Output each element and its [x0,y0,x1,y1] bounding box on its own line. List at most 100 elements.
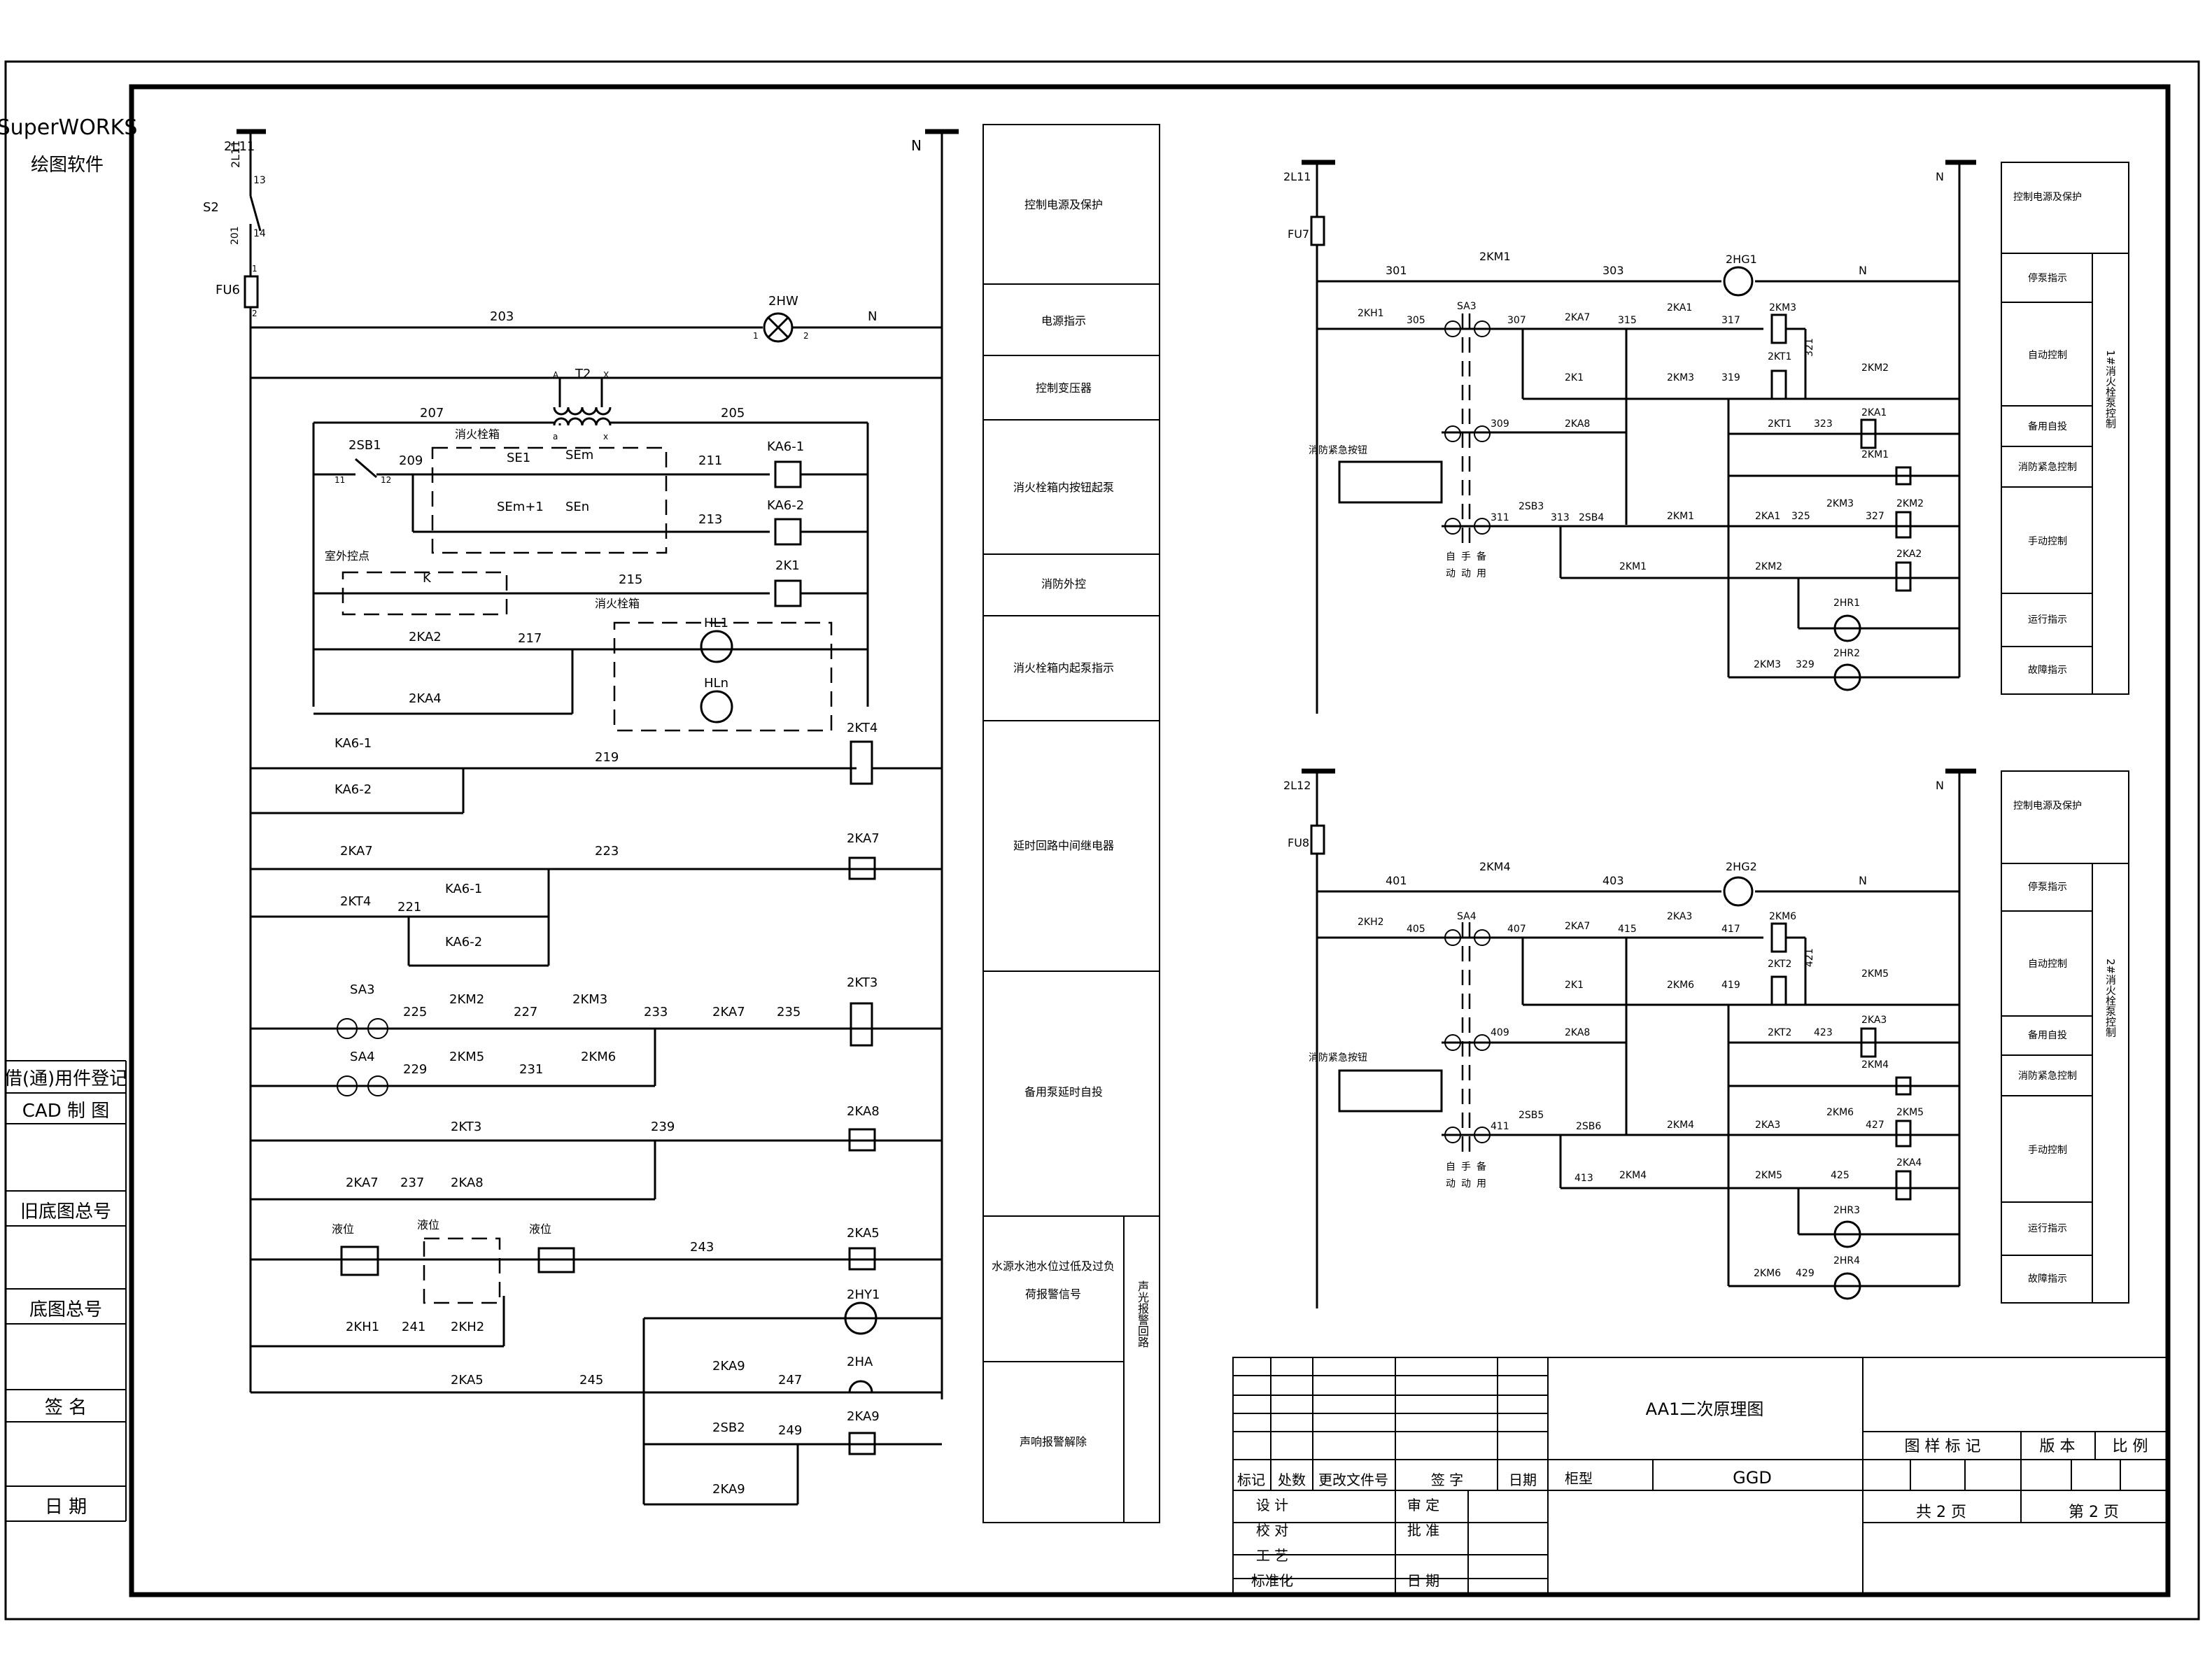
svg-text:备用自投: 备用自投 [2028,421,2067,432]
svg-text:2KA7: 2KA7 [1565,312,1590,323]
svg-text:SA4: SA4 [350,1050,375,1064]
svg-text:2KA8: 2KA8 [1565,418,1590,430]
svg-text:GGD: GGD [1733,1468,1772,1488]
svg-text:KA6-1: KA6-1 [334,736,372,751]
svg-text:2KT4: 2KT4 [847,721,878,735]
svg-text:419: 419 [1721,980,1740,991]
svg-text:249: 249 [778,1423,802,1438]
side-row-6: 日 期 [45,1497,87,1518]
svg-text:219: 219 [595,750,619,765]
svg-text:a: a [553,432,558,442]
svg-text:217: 217 [518,631,542,646]
svg-text:225: 225 [403,1005,427,1019]
svg-text:电源指示: 电源指示 [1041,314,1086,327]
lamp-box [613,621,833,732]
svg-text:消火栓箱内起泵指示: 消火栓箱内起泵指示 [1013,661,1114,675]
svg-text:2KA3: 2KA3 [1755,1120,1780,1131]
svg-text:KA6-1: KA6-1 [445,882,482,896]
svg-text:手动控制: 手动控制 [2028,536,2067,547]
svg-text:故障指示: 故障指示 [2028,1273,2067,1285]
svg-text:309: 309 [1491,418,1509,430]
svg-text:KA6-1: KA6-1 [767,439,804,454]
svg-text:2KM6: 2KM6 [1754,1268,1781,1279]
svg-text:311: 311 [1491,512,1509,523]
svg-text:手: 手 [1461,1162,1471,1173]
svg-text:2KH1: 2KH1 [1358,308,1384,319]
relay-2k1 [774,579,802,607]
svg-text:更改文件号: 更改文件号 [1318,1471,1388,1488]
svg-text:动: 动 [1446,1178,1456,1190]
lamp-2hr1 [1833,614,1861,642]
svg-text:SEm+1: SEm+1 [497,500,544,514]
side-row-3: 旧底图总号 [20,1201,111,1222]
svg-text:2KM6: 2KM6 [1667,980,1694,991]
svg-text:2KA7: 2KA7 [712,1005,745,1019]
svg-text:2KM5: 2KM5 [1861,968,1889,980]
svg-text:2KM4: 2KM4 [1861,1059,1889,1071]
svg-text:标准化: 标准化 [1251,1572,1293,1589]
svg-text:2KA1: 2KA1 [1861,407,1887,418]
title-block: AA1二次原理图 标记 处数 更改文件号 签 字 日期 设 计 校 对 工 艺 … [1232,1357,2169,1595]
svg-text:SEn: SEn [565,500,589,514]
svg-text:2KM4: 2KM4 [1619,1170,1647,1181]
svg-text:2KM1: 2KM1 [1479,250,1511,263]
svg-text:2HG2: 2HG2 [1726,860,1757,873]
svg-text:329: 329 [1796,659,1815,670]
svg-text:KA6-2: KA6-2 [445,935,482,950]
lamp-2hg2 [1723,876,1754,907]
svg-text:411: 411 [1491,1121,1509,1132]
svg-text:备: 备 [1477,1161,1486,1173]
svg-text:HL1: HL1 [704,616,728,630]
svg-text:比 例: 比 例 [2113,1438,2148,1455]
lamp-2hr3 [1833,1220,1861,1248]
svg-text:2HY1: 2HY1 [847,1287,880,1302]
svg-text:N: N [1859,874,1867,887]
svg-text:手动控制: 手动控制 [2028,1145,2067,1156]
svg-text:消防外控: 消防外控 [1041,577,1086,591]
svg-text:日期: 日期 [1509,1471,1537,1488]
svg-text:x: x [603,432,608,442]
svg-text:图 样 标 记: 图 样 标 记 [1905,1438,1981,1455]
svg-text:批 准: 批 准 [1407,1522,1439,1539]
svg-text:211: 211 [698,453,722,468]
legend-alarm-signal: 水源水池水位过低及过负荷报警信号 [991,1259,1115,1301]
svg-text:X: X [603,370,609,380]
svg-text:2KM5: 2KM5 [449,1050,484,1064]
svg-text:239: 239 [651,1120,675,1134]
svg-text:控制电源及保护: 控制电源及保护 [2013,192,2082,203]
svg-text:HLn: HLn [704,676,728,691]
relay-2ka8 [848,1128,876,1152]
svg-text:延时回路中间继电器: 延时回路中间继电器 [1013,839,1114,852]
svg-text:2KA4: 2KA4 [1896,1157,1922,1169]
svg-text:323: 323 [1814,418,1833,430]
svg-text:223: 223 [595,844,619,859]
svg-text:自: 自 [1446,1162,1456,1173]
svg-text:2L11: 2L11 [229,141,242,168]
switch-s2: S2 [203,200,219,215]
svg-text:审 定: 审 定 [1407,1497,1439,1513]
timer-2kt3 [850,1002,873,1047]
lamp-2hy1 [844,1301,878,1335]
svg-text:2KM4: 2KM4 [1479,860,1511,873]
svg-text:处数: 处数 [1278,1471,1306,1488]
svg-text:N: N [1936,779,1944,792]
supply-label: 2L11 [224,139,255,154]
left-legend-table: 控制电源及保护 电源指示 控制变压器 消火栓箱内按钮起泵 消防外控 消火栓箱内起… [982,124,1160,1523]
svg-text:控制变压器: 控制变压器 [1036,381,1092,395]
svg-text:设 计: 设 计 [1256,1497,1288,1513]
svg-text:2HR3: 2HR3 [1833,1205,1860,1216]
svg-text:2: 2 [252,309,258,318]
svg-text:421: 421 [1804,948,1815,967]
svg-text:2HR1: 2HR1 [1833,598,1860,609]
logo-subtitle: 绘图软件 [31,155,104,176]
svg-text:SA3: SA3 [350,982,375,997]
side-row-4: 底图总号 [29,1299,102,1320]
svg-text:2SB1: 2SB1 [348,438,381,453]
svg-text:动: 动 [1461,1178,1471,1190]
svg-text:2KM2: 2KM2 [1861,362,1889,374]
svg-text:2SB5: 2SB5 [1519,1110,1544,1121]
svg-text:2KM5: 2KM5 [1896,1107,1924,1118]
svg-text:429: 429 [1796,1268,1815,1279]
svg-text:运行指示: 运行指示 [2028,1223,2067,1234]
svg-text:301: 301 [1386,264,1407,277]
